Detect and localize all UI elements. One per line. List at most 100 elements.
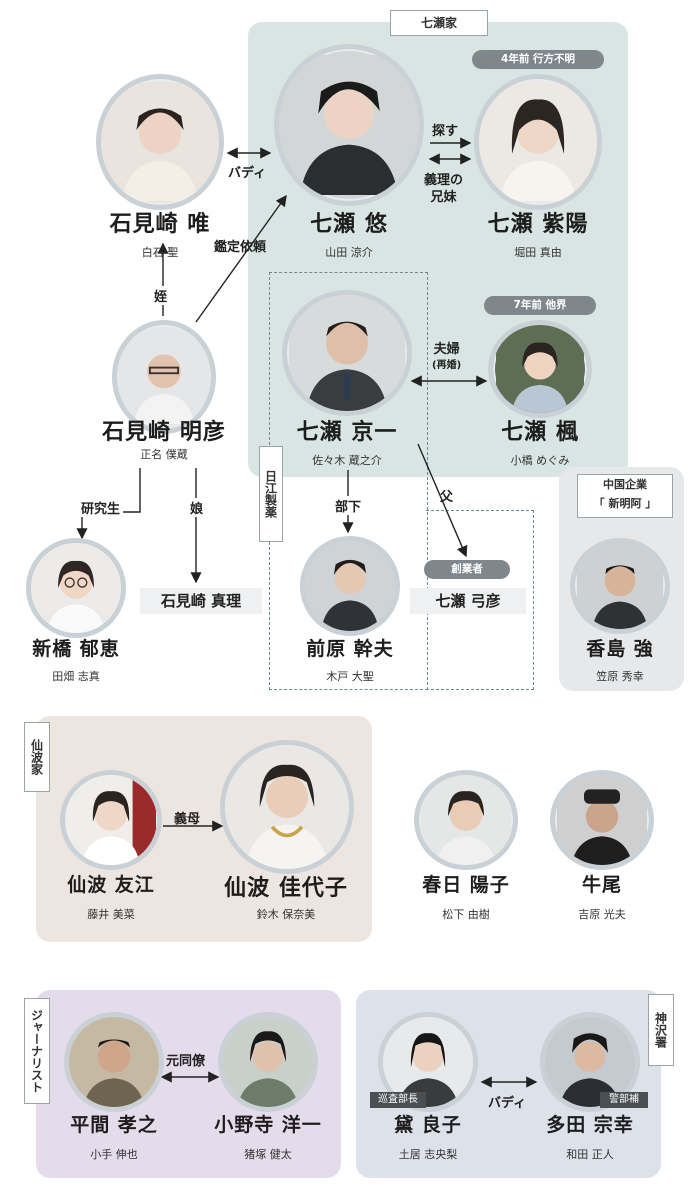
rel-fufu-line2: (再婚) [432,360,462,371]
person-silhouette-icon [279,55,419,195]
portrait-kashima-tsuyoshi [570,538,670,634]
actor-senba-kayoko: 鈴木 保奈美 [256,908,316,921]
portrait-senba-kayoko [220,740,354,874]
person-silhouette-icon [496,325,584,413]
portrait-nanase-yu [274,44,424,206]
person-silhouette-icon [31,543,121,633]
person-silhouette-icon [421,775,511,865]
name-kashima-tsuyoshi: 香島 強 [586,638,654,660]
name-nanase-kyoichi: 七瀬 京一 [296,420,398,445]
actor-tada-muneyuki: 和田 正人 [566,1148,614,1161]
kantei-arrow [195,194,287,323]
chinese-company-line1: 中国企業 [603,478,647,491]
name-onodera-yoichi: 小野寺 洋一 [214,1114,322,1136]
chichi-arrow [417,443,468,558]
nikko-dashed-box-extension [426,510,534,690]
person-silhouette-icon [117,330,211,424]
name-shiromi-akihiko: 石見崎 明彦 [102,420,226,445]
name-hirama-takayuki: 平間 孝之 [70,1114,158,1136]
name-shiromi-mari: 石見崎 真理 [140,588,262,614]
name-niihashi-ikue: 新橋 郁恵 [32,638,120,660]
name-shiromi-yui: 石見崎 唯 [109,212,211,237]
rel-musume: 娘 [188,498,206,517]
actor-ushio: 吉原 光夫 [578,908,626,921]
actor-hirama-takayuki: 小手 伸也 [90,1148,138,1161]
portrait-onodera-yoichi [218,1012,318,1112]
chinese-company-line2: 「 新明阿 」 [593,497,657,510]
portrait-senba-tomoe [60,770,162,870]
actor-mayuzumi-ryoko: 土居 志央梨 [398,1148,458,1161]
portrait-nanase-kyoichi [282,290,412,416]
name-maehara-mikio: 前原 幹夫 [306,638,394,660]
portrait-nanase-kaede [488,320,592,418]
portrait-hirama-takayuki [64,1012,164,1112]
note-kaede: 7年前 他界 [484,296,596,315]
rel-buddy: バディ [228,166,267,181]
rel-gibo: 義母 [174,812,201,827]
actor-maehara-mikio: 木戸 大聖 [326,670,374,683]
rel-motodoryo: 元同僚 [166,1054,206,1069]
person-silhouette-icon [225,745,349,869]
name-tada-muneyuki: 多田 宗幸 [546,1114,634,1136]
rel-chichi: 父 [440,490,454,505]
journalist-label: ジャーナリスト [24,998,50,1104]
rel-buddy2: バディ [488,1096,527,1111]
rel-mei: 姪 [152,286,170,305]
portrait-kasuga-yoko [414,770,518,870]
note-yumihiko: 創業者 [424,560,510,579]
actor-nanase-yu: 山田 涼介 [325,246,373,259]
portrait-niihashi-ikue [26,538,126,638]
portrait-ushio [550,770,654,870]
person-silhouette-icon [305,541,395,631]
name-senba-tomoe: 仙波 友江 [67,874,155,896]
person-silhouette-icon [66,775,156,865]
person-silhouette-icon [69,1017,159,1107]
actor-shiromi-yui: 白石 聖 [141,246,179,259]
rel-buka: 部下 [333,496,364,515]
portrait-nanase-shiharu [474,74,602,210]
actor-senba-tomoe: 藤井 美菜 [87,908,135,921]
portrait-maehara-mikio [300,536,400,636]
actor-shiromi-akihiko: 正名 僕蔵 [140,448,188,461]
rel-fufu-line1: 夫婦 [433,342,460,357]
name-nanase-shiharu: 七瀬 紫陽 [487,212,589,237]
portrait-shiromi-yui [96,74,224,210]
senba-family-label: 仙波家 [24,722,50,792]
name-kasuga-yoko: 春日 陽子 [422,874,510,896]
actor-nanase-kaede: 小橋 めぐみ [510,454,570,467]
actor-onodera-yoichi: 猪塚 健太 [244,1148,292,1161]
actor-niihashi-ikue: 田畑 志真 [52,670,100,683]
person-silhouette-icon [479,83,597,201]
note-shiharu: 4年前 行方不明 [472,50,604,69]
chinese-company-label: 中国企業 「 新明阿 」 [577,474,673,518]
kamizawa-label: 神沢署 [648,994,674,1066]
person-silhouette-icon [101,83,219,201]
actor-kasuga-yoko: 松下 由樹 [442,908,490,921]
nanase-family-label: 七瀬家 [390,10,488,36]
name-mayuzumi-ryoko: 黛 良子 [394,1114,462,1136]
rel-kenkyusei: 研究生 [78,498,124,517]
portrait-shiromi-akihiko [112,320,216,434]
name-senba-kayoko: 仙波 佳代子 [224,876,348,901]
person-silhouette-icon [557,775,647,865]
name-nanase-yu: 七瀬 悠 [310,212,388,237]
name-nanase-yumihiko: 七瀬 弓彦 [410,588,526,614]
person-silhouette-icon [577,543,663,629]
name-nanase-kaede: 七瀬 楓 [501,420,579,445]
tag-mayuzumi: 巡査部長 [370,1092,426,1108]
actor-nanase-kyoichi: 佐々木 蔵之介 [312,454,382,467]
nikko-pharma-label: 日江製薬 [259,446,283,542]
actor-nanase-shiharu: 堀田 真由 [514,246,562,259]
name-ushio: 牛尾 [581,874,623,896]
rel-giri-line2: 兄妹 [430,190,457,205]
rel-kantei: 鑑定依頼 [214,240,267,255]
rel-fufu: 夫婦 (再婚) [432,342,461,374]
rel-giri: 義理の 兄妹 [424,172,463,206]
person-silhouette-icon [289,295,405,411]
actor-kashima-tsuyoshi: 笠原 秀幸 [596,670,644,683]
rel-giri-line1: 義理の [424,173,464,188]
tag-tada: 警部補 [600,1092,648,1108]
rel-sagasu: 探す [432,124,459,139]
person-silhouette-icon [223,1017,313,1107]
